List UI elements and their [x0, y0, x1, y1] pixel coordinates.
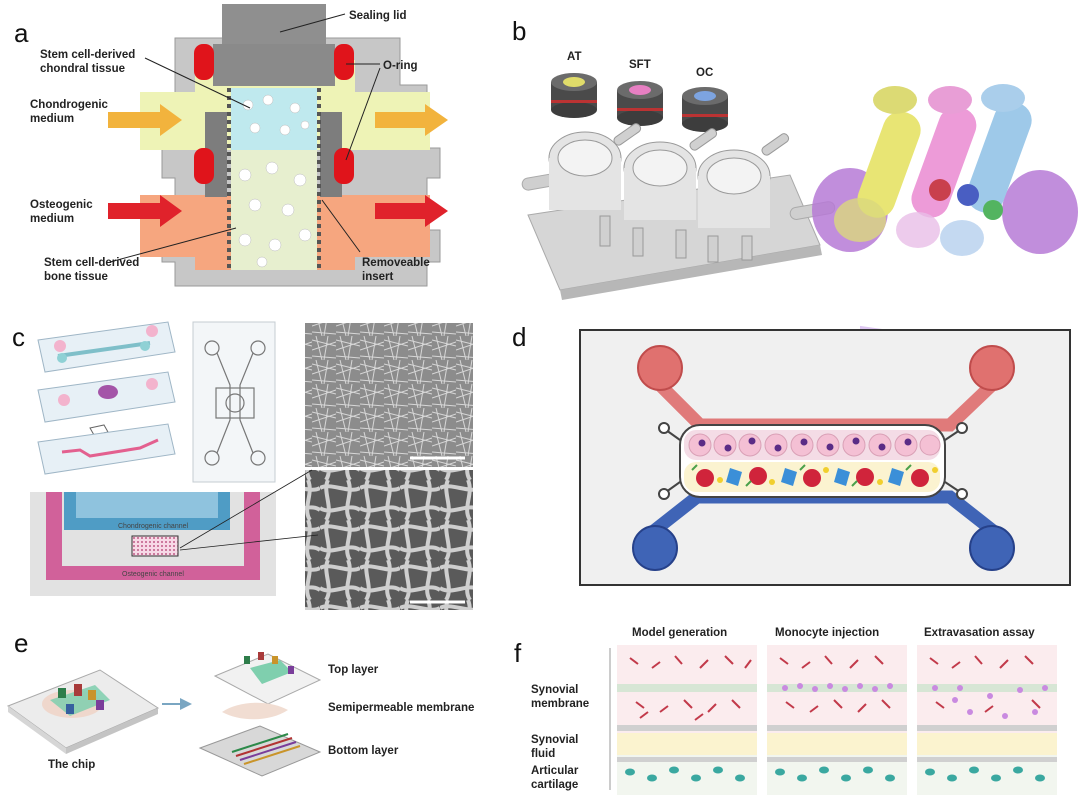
o-ring-top-left: [194, 44, 214, 80]
layer-middle: [37, 371, 176, 423]
column-model-generation: Model generation: [632, 627, 727, 639]
panel-c: c: [12, 321, 473, 610]
label-osteo-medium-2: medium: [30, 213, 74, 225]
cap-sft: [617, 81, 663, 126]
panel-letter-e: e: [14, 628, 28, 658]
membrane-section: [131, 535, 179, 557]
layer-bottom: [37, 423, 176, 475]
sem-image-high-mag: [305, 470, 473, 610]
panel-a: a: [14, 4, 448, 287]
chondral-cells: [242, 94, 310, 136]
layer-top: [37, 321, 176, 373]
fluid-volume-render: [812, 84, 1078, 380]
panel-d: d: [512, 322, 1071, 586]
label-chondral-2: chondral tissue: [40, 63, 125, 75]
label-sealing-lid: Sealing lid: [349, 10, 407, 22]
label-chondro-medium-2: medium: [30, 113, 74, 125]
column-2-schematic: [767, 645, 907, 795]
chondrogenic-outflow-arrow: [375, 104, 448, 136]
panel-letter-d: d: [512, 322, 526, 352]
sem-image-low-mag: [305, 323, 473, 467]
label-bone-2: bone tissue: [44, 271, 108, 283]
o-ring-bottom-left: [194, 148, 214, 184]
bone-cells: [238, 161, 312, 268]
o-ring-bottom-right: [334, 148, 354, 184]
side-ports: [658, 422, 968, 500]
row-synovial-fluid-1: Synovial: [531, 734, 578, 746]
panel-letter-a: a: [14, 18, 29, 48]
chondrogenic-inflow-arrow: [108, 104, 182, 136]
exploded-membrane: [222, 702, 288, 720]
label-chondro-medium-1: Chondrogenic: [30, 99, 109, 111]
panel-f: f Model generation Monocyte injection Ex…: [514, 627, 1057, 795]
immune-cells: [691, 464, 938, 487]
cap-oc-swatch: [694, 91, 716, 101]
cap-label-at: AT: [567, 51, 581, 63]
label-the-chip: The chip: [48, 759, 95, 771]
column-1-schematic: [617, 645, 757, 795]
exploded-top-layer: [213, 652, 322, 705]
exploded-bottom-layer: [198, 725, 322, 777]
label-osteogenic-channel: Osteogenic channel: [122, 571, 184, 578]
label-membrane: Semipermeable membrane: [328, 702, 474, 714]
chip-top-view: [192, 321, 276, 483]
label-osteo-medium-1: Osteogenic: [30, 199, 93, 211]
label-insert-2: insert: [362, 271, 393, 283]
osteogenic-inflow-arrow: [108, 195, 182, 227]
column-3-schematic: [917, 645, 1057, 795]
osteogenic-channel: [46, 492, 260, 580]
label-o-ring: O-ring: [383, 60, 418, 72]
column-monocyte-injection: Monocyte injection: [775, 627, 879, 639]
row-cartilage-1: Articular: [531, 765, 579, 777]
row-cartilage-2: cartilage: [531, 779, 578, 791]
cap-oc: [682, 87, 728, 132]
top-outlet: [969, 345, 1015, 391]
column-extravasation-assay: Extravasation assay: [924, 627, 1035, 639]
bottom-outlet: [969, 525, 1015, 571]
cap-label-sft: SFT: [629, 59, 651, 71]
bottom-inlet: [632, 525, 678, 571]
chondral-tissue: [231, 88, 317, 150]
cap-sft-swatch: [629, 85, 651, 95]
osteogenic-outflow-arrow: [375, 195, 448, 227]
row-synovial-membrane-2: membrane: [531, 698, 589, 710]
cap-at: [551, 73, 597, 118]
label-bottom-layer: Bottom layer: [328, 745, 399, 757]
label-chondral-1: Stem cell-derived: [40, 49, 135, 61]
bioreactor-chip: [521, 123, 836, 300]
label-chondrogenic-channel: Chondrogenic channel: [118, 523, 188, 530]
panel-b: b AT SFT OC: [512, 16, 1078, 380]
panel-letter-b: b: [512, 16, 526, 46]
o-ring-top-right: [334, 44, 354, 80]
row-synovial-membrane-1: Synovial: [531, 684, 578, 696]
panel-letter-f: f: [514, 638, 522, 668]
row-synovial-fluid-2: fluid: [531, 748, 555, 760]
label-top-layer: Top layer: [328, 664, 379, 676]
panel-e: e The chip: [6, 628, 474, 777]
label-insert-1: Removeable: [362, 257, 430, 269]
assembled-chip: [6, 669, 160, 754]
label-bone-1: Stem cell-derived: [44, 257, 139, 269]
cap-at-swatch: [563, 77, 585, 87]
panel-letter-c: c: [12, 322, 25, 352]
cap-label-oc: OC: [696, 67, 713, 79]
top-inlet: [637, 345, 683, 391]
